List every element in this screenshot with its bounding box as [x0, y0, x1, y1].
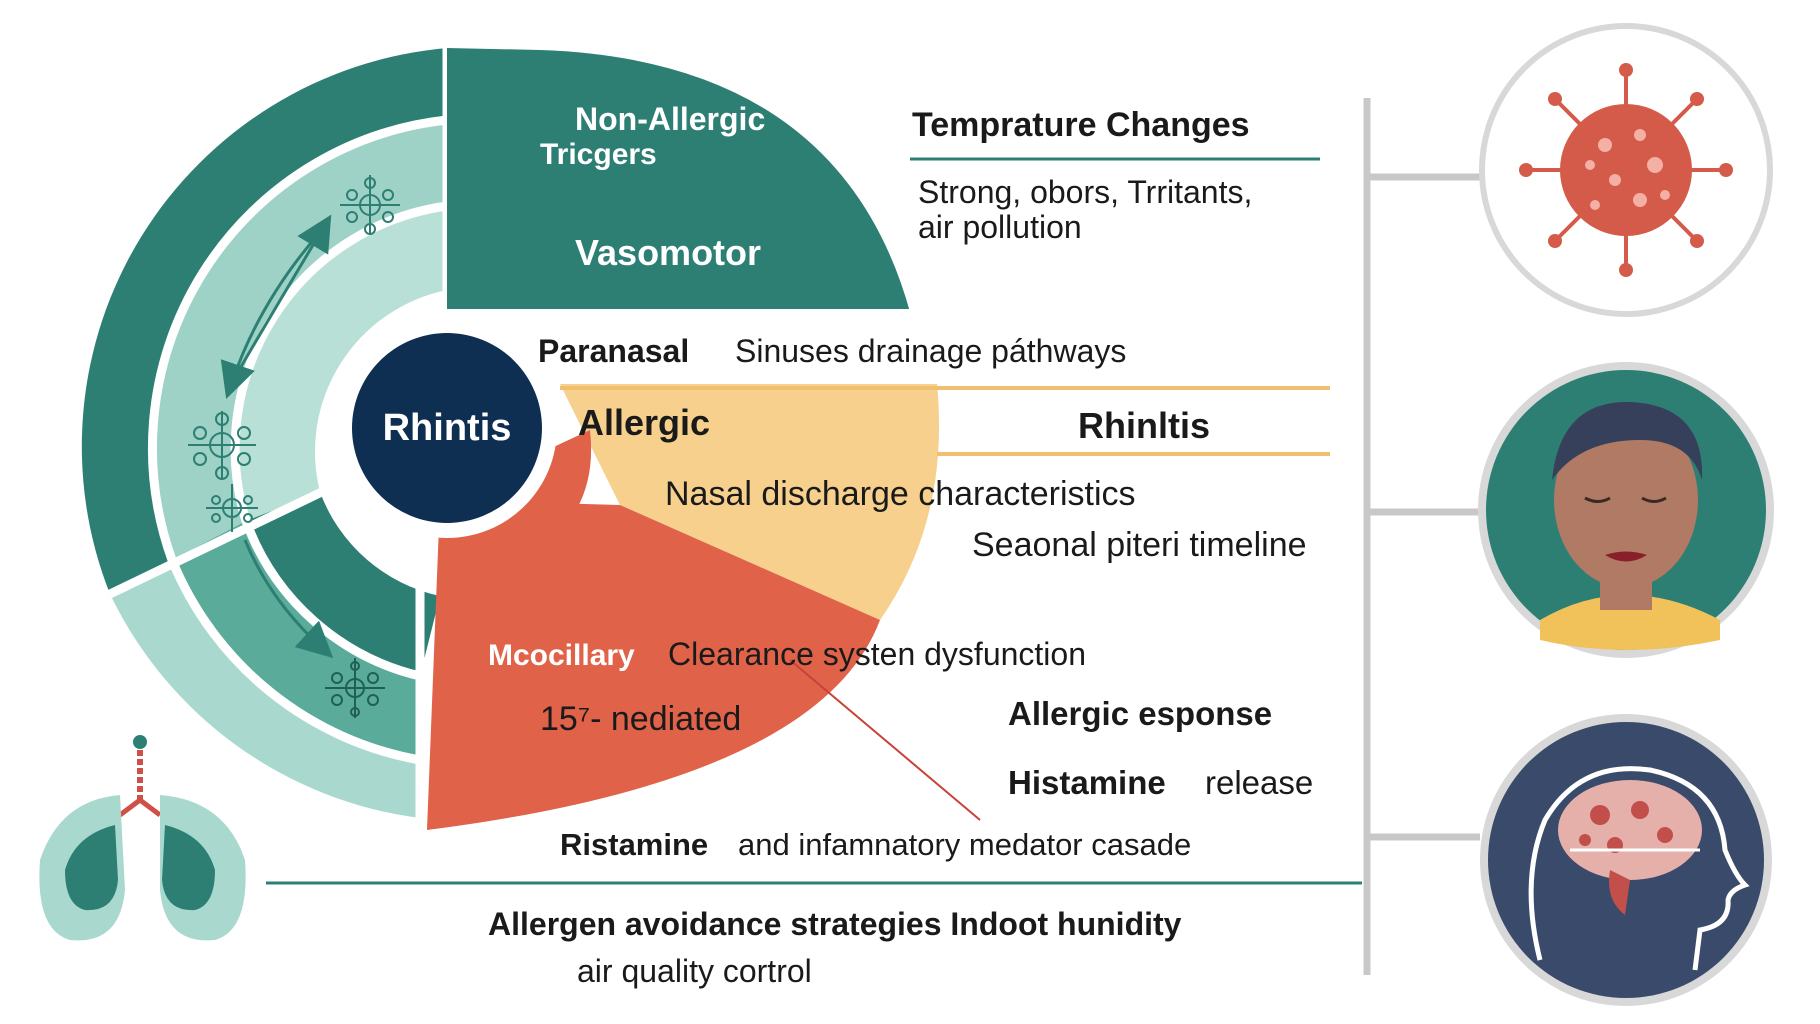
allergic-response-label: Allergic esponse	[1008, 695, 1272, 732]
vasomotor-label: Vasomotor	[575, 232, 761, 273]
pointer-line	[789, 659, 981, 821]
allergic-label: Allergic	[578, 402, 710, 443]
pollen-icon	[340, 175, 400, 235]
pollen-icon	[206, 484, 258, 532]
cycle-arrow-icon	[230, 214, 332, 383]
air-quality-label: air quality cortrol	[577, 953, 812, 989]
inner-ring-segment	[235, 206, 447, 521]
outer-ring-segment	[81, 48, 448, 594]
rhinitis-right-label: Rhinltis	[1078, 405, 1210, 446]
paranasal-bold: Paranasal	[538, 333, 689, 369]
histamine-rest: release	[1205, 764, 1313, 801]
person-face-icon	[1478, 362, 1774, 658]
paranasal-rest: Sinuses drainage páthways	[735, 333, 1126, 369]
temperature-label: Temprature Changes	[912, 106, 1250, 144]
ige-label: 15⁷- nediated	[540, 700, 741, 738]
virus-icon	[1479, 23, 1773, 317]
pollen-icon	[325, 658, 385, 718]
ige-segment	[427, 500, 880, 830]
center-label: Rhintis	[383, 407, 512, 449]
middle-ring-segment	[152, 120, 447, 560]
cascade-bold: Ristamine	[560, 827, 708, 862]
cascade-rest: and infamnatory medator casade	[738, 827, 1191, 862]
lungs-icon	[39, 735, 246, 941]
non-allergic-label-1: Non-Allergic	[575, 101, 765, 137]
irritants-label-2: air pollution	[918, 209, 1082, 245]
allergic-segment	[560, 384, 940, 620]
histamine-bold: Histamine	[1008, 764, 1166, 801]
non-allergic-segment	[447, 48, 910, 312]
head-brain-icon	[1480, 714, 1772, 1006]
avoidance-label: Allergen avoidance strategies Indoot hun…	[488, 906, 1182, 942]
clearance-label: Clearance systen dysfunction	[668, 636, 1086, 672]
irritants-label-1: Strong, obors, Trritants,	[918, 174, 1252, 210]
pollen-icon	[188, 411, 256, 480]
center-circle	[352, 333, 542, 523]
seasonal-label: Seaonal piteri timeline	[972, 526, 1307, 564]
connector-lines	[1363, 98, 1480, 975]
nasal-discharge-label: Nasal discharge characteristics	[665, 475, 1136, 513]
non-allergic-label-2: Tricgers	[540, 138, 657, 171]
mucociliary-label: Mcocillary	[488, 639, 635, 672]
cycle-arrow-icon	[243, 539, 334, 659]
inner-ring-lower-segment	[246, 492, 440, 676]
